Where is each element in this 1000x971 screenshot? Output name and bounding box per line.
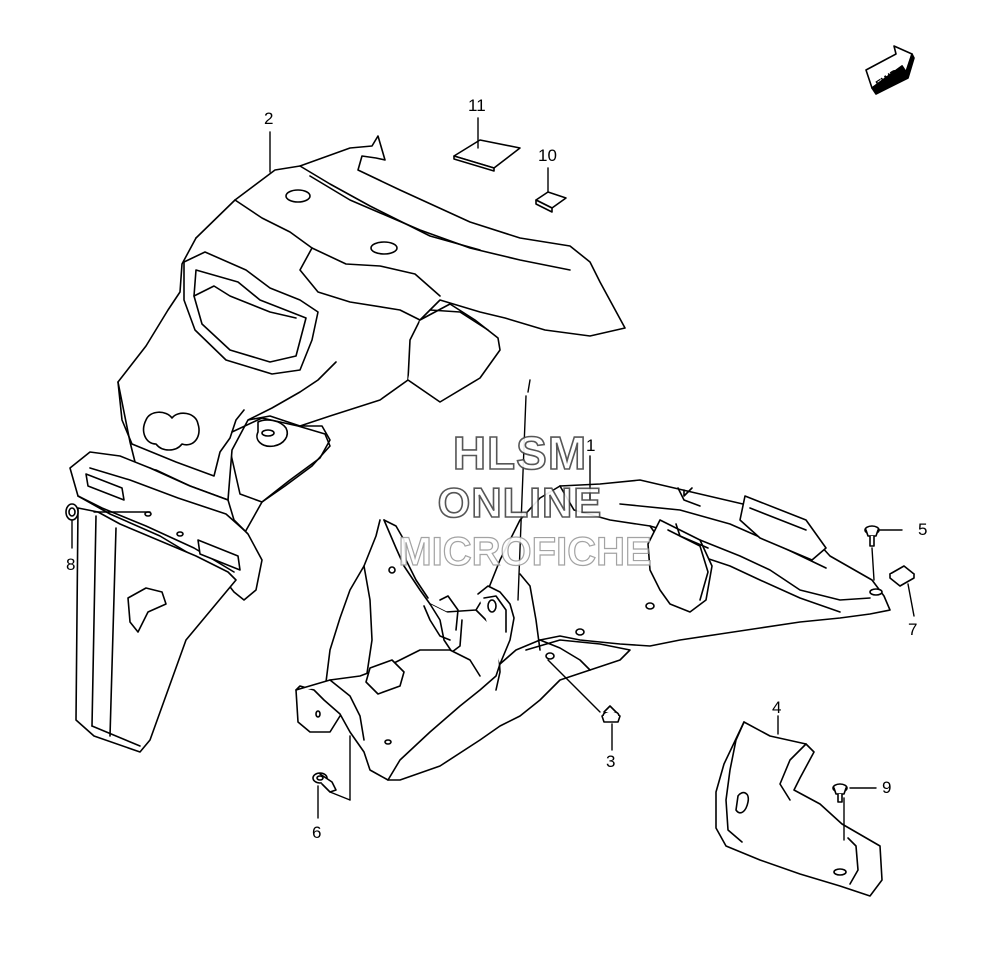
callout-2: 2 bbox=[264, 109, 274, 128]
callout-6: 6 bbox=[312, 823, 322, 842]
callout-11: 11 bbox=[468, 96, 486, 115]
callout-10: 10 bbox=[538, 146, 557, 165]
part-10-pad bbox=[536, 192, 566, 212]
part-2-plate-bracket bbox=[70, 452, 262, 752]
part-11-pad bbox=[454, 140, 520, 171]
part-8-grommet bbox=[66, 504, 78, 520]
callout-4: 4 bbox=[772, 698, 782, 717]
part-1-undertray bbox=[296, 480, 890, 780]
part-9-screw bbox=[833, 784, 847, 802]
part-3-bolt bbox=[602, 706, 620, 722]
watermark-line-3: MICROFICHE bbox=[398, 530, 653, 574]
fwd-arrow-icon: FWD bbox=[866, 46, 914, 94]
watermark-line-2: ONLINE bbox=[437, 479, 603, 526]
callout-7: 7 bbox=[908, 620, 918, 639]
leader-lines bbox=[72, 118, 914, 840]
part-5-screw bbox=[865, 526, 879, 546]
part-2-rear-fender bbox=[118, 136, 625, 534]
part-4-side-cover bbox=[716, 722, 882, 896]
callout-9: 9 bbox=[882, 778, 892, 797]
watermark-line-1: HLSM bbox=[452, 427, 588, 479]
callout-1: 1 bbox=[586, 436, 596, 455]
part-7-clip-nut bbox=[890, 566, 914, 586]
callout-8: 8 bbox=[66, 555, 76, 574]
callout-3: 3 bbox=[606, 752, 616, 771]
part-6-screw bbox=[313, 773, 336, 792]
callout-5: 5 bbox=[918, 520, 928, 539]
